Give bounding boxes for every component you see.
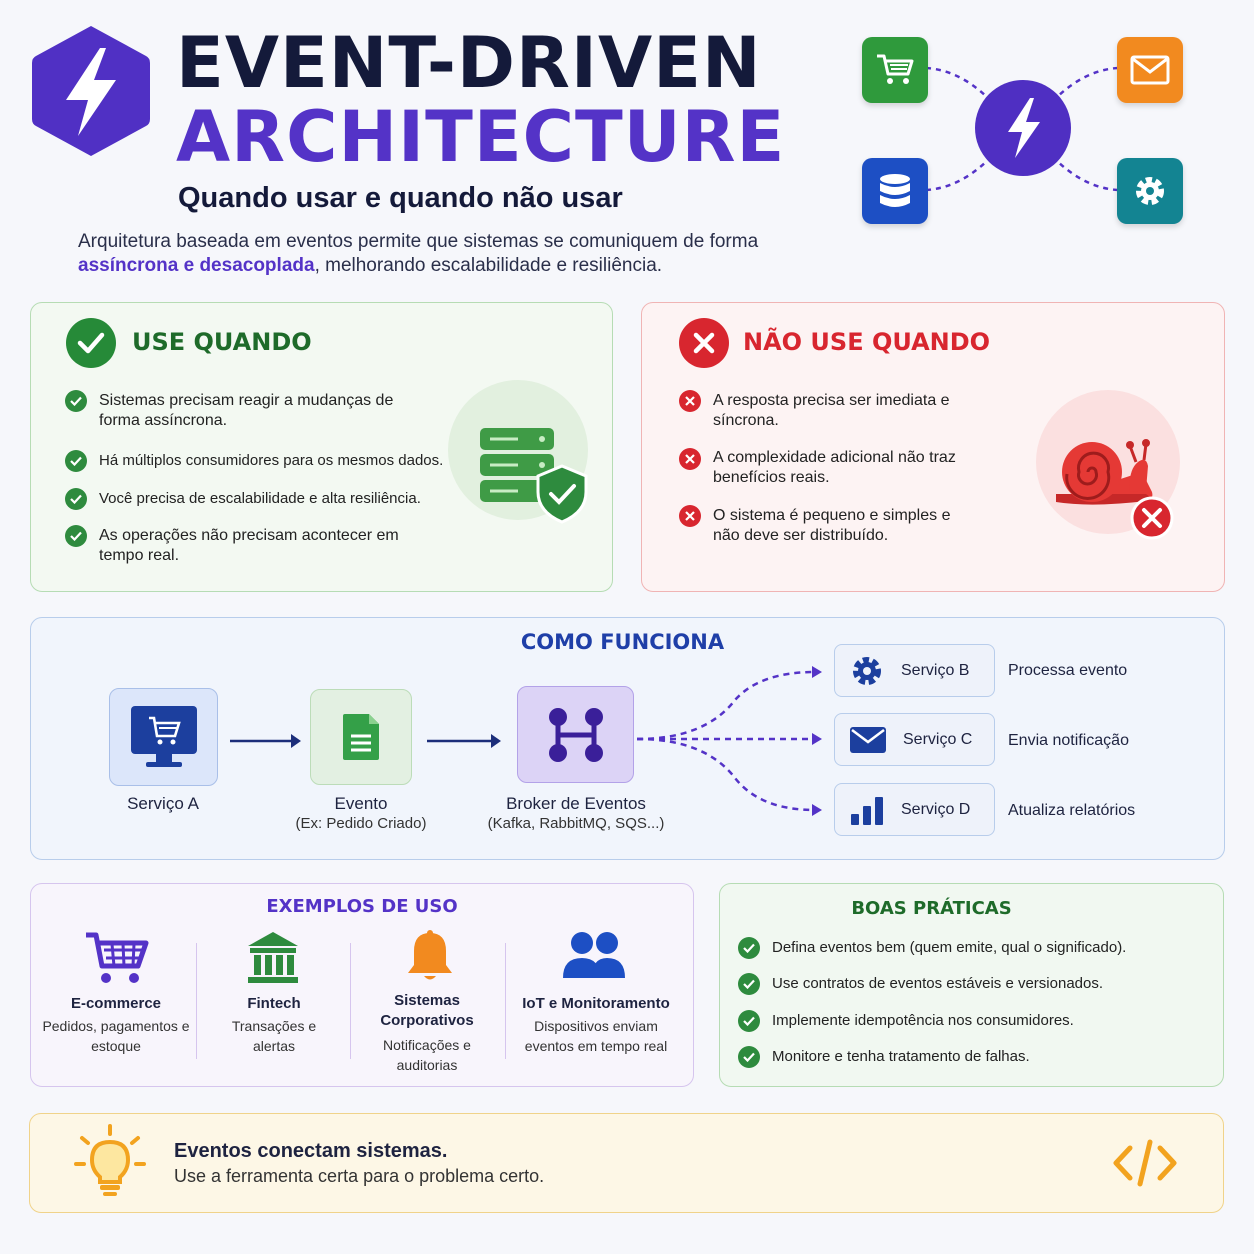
- service-b-desc: Processa evento: [1008, 662, 1128, 679]
- example-desc: Pedidos, pagamentos e estoque: [42, 1018, 190, 1054]
- bar-chart-icon: [851, 796, 883, 825]
- title-line-2: ARCHITECTURE: [176, 96, 786, 178]
- service-d-desc: Atualiza relatórios: [1008, 802, 1136, 819]
- flow-arrows: [230, 666, 822, 816]
- database-icon: [862, 158, 928, 224]
- intro-highlight: assíncrona e desacoplada: [78, 255, 315, 276]
- document-icon: [343, 714, 379, 760]
- example-ecommerce: E-commerce Pedidos, pagamentos e estoque: [38, 995, 194, 1056]
- hub-connections: [925, 66, 1119, 192]
- lightbulb-icon: [74, 1124, 146, 1196]
- check-icon: [65, 450, 87, 472]
- title-line-1: EVENT-DRIVEN: [176, 22, 762, 104]
- code-icon: [1113, 1139, 1177, 1187]
- best-practice-3: Implemente idempotência nos consumidores…: [772, 1012, 1074, 1029]
- examples-title: EXEMPLOS DE USO: [266, 896, 458, 917]
- intro-part-2: , melhorando escalabilidade e resiliênci…: [314, 255, 663, 276]
- service-a-label: Serviço A: [127, 794, 199, 813]
- divider: [505, 943, 506, 1059]
- footer-line-1: Eventos conectam sistemas.: [174, 1140, 448, 1162]
- use-item-3: Você precisa de escalabilidade e alta re…: [99, 490, 421, 507]
- snail-icon: [1036, 390, 1180, 540]
- bell-icon: [408, 930, 452, 980]
- example-fintech: Fintech Transações e alertas: [205, 995, 343, 1056]
- broker-label: Broker de Eventos: [506, 794, 646, 813]
- service-b-label: Serviço B: [901, 661, 970, 679]
- check-icon: [738, 937, 760, 959]
- check-icon: [65, 525, 87, 547]
- divider: [350, 943, 351, 1059]
- gear-icon: [853, 656, 881, 685]
- dont-use-title: NÃO USE QUANDO: [743, 328, 991, 356]
- intro-text: Arquitetura baseada em eventos permite q…: [78, 230, 838, 278]
- example-desc: Notificações e auditorias: [383, 1037, 471, 1073]
- mail-icon: [850, 726, 886, 753]
- check-icon: [738, 1046, 760, 1068]
- intro-part-1: Arquitetura baseada em eventos permite q…: [78, 231, 759, 252]
- service-c-label: Serviço C: [903, 730, 973, 748]
- x-circle-icon: [679, 318, 729, 368]
- broker-sub: (Kafka, RabbitMQ, SQS...): [487, 815, 665, 832]
- mail-icon: [1117, 37, 1183, 103]
- footer-card: [29, 1113, 1224, 1213]
- check-icon: [738, 973, 760, 995]
- server-shield-icon: [448, 380, 588, 524]
- dont-item-3: O sistema é pequeno e simples e não deve…: [713, 507, 951, 544]
- example-iot: IoT e Monitoramento Dispositivos enviam …: [512, 995, 680, 1056]
- gear-icon: [1117, 158, 1183, 224]
- use-when-title: USE QUANDO: [132, 328, 312, 356]
- divider: [196, 943, 197, 1059]
- use-item-4: As operações não precisam acontecer em t…: [99, 527, 399, 564]
- bank-icon: [248, 932, 298, 983]
- event-sub: (Ex: Pedido Criado): [295, 815, 427, 832]
- hub-bolt-icon: [1008, 98, 1040, 158]
- cart-icon: [862, 37, 928, 103]
- example-corporate: Sistemas Corporativos Notificações e aud…: [360, 991, 494, 1075]
- check-icon: [65, 488, 87, 510]
- best-practice-1: Defina eventos bem (quem emite, qual o s…: [772, 939, 1127, 956]
- event-label: Evento: [334, 794, 388, 813]
- best-practice-4: Monitore e tenha tratamento de falhas.: [772, 1048, 1030, 1065]
- footer-line-2: Use a ferramenta certa para o problema c…: [174, 1166, 545, 1186]
- dont-item-2: A complexidade adicional não traz benefí…: [713, 449, 956, 486]
- best-practices-card: [719, 883, 1224, 1087]
- x-icon: [679, 390, 701, 412]
- use-item-1: Sistemas precisam reagir a mudanças de f…: [99, 392, 394, 429]
- x-icon: [679, 505, 701, 527]
- lightning-bolt-icon: [32, 26, 150, 156]
- users-icon: [563, 932, 625, 978]
- dont-item-1: A resposta precisa ser imediata e síncro…: [713, 392, 950, 429]
- best-practice-2: Use contratos de eventos estáveis e vers…: [772, 975, 1104, 992]
- service-c-desc: Envia notificação: [1008, 732, 1129, 749]
- check-icon: [65, 390, 87, 412]
- broker-node: [517, 686, 634, 783]
- example-desc: Transações e alertas: [231, 1018, 317, 1054]
- example-name: Fintech: [247, 995, 301, 1012]
- how-it-works-title: COMO FUNCIONA: [520, 630, 725, 654]
- check-circle-icon: [66, 318, 116, 368]
- service-d-label: Serviço D: [901, 800, 971, 818]
- cart-icon: [86, 932, 149, 983]
- example-name: E-commerce: [70, 995, 162, 1012]
- hub-nodes-icon: [548, 707, 603, 762]
- example-desc: Dispositivos enviam eventos em tempo rea…: [524, 1018, 668, 1054]
- subtitle: Quando usar e quando não usar: [178, 182, 623, 214]
- best-practices-title: BOAS PRÁTICAS: [851, 898, 1012, 919]
- example-name: IoT e Monitoramento: [522, 995, 670, 1012]
- event-node: [310, 689, 412, 785]
- examples-card: [30, 883, 694, 1087]
- monitor-cart-icon: [130, 706, 197, 767]
- service-c-box: Serviço C: [834, 713, 995, 766]
- check-icon: [738, 1010, 760, 1032]
- x-icon: [679, 448, 701, 470]
- service-d-box: Serviço D: [834, 783, 995, 836]
- service-a-node: [109, 688, 218, 786]
- use-item-2: Há múltiplos consumidores para os mesmos…: [99, 452, 444, 469]
- example-name: Sistemas Corporativos: [380, 992, 474, 1029]
- service-b-box: Serviço B: [834, 644, 995, 697]
